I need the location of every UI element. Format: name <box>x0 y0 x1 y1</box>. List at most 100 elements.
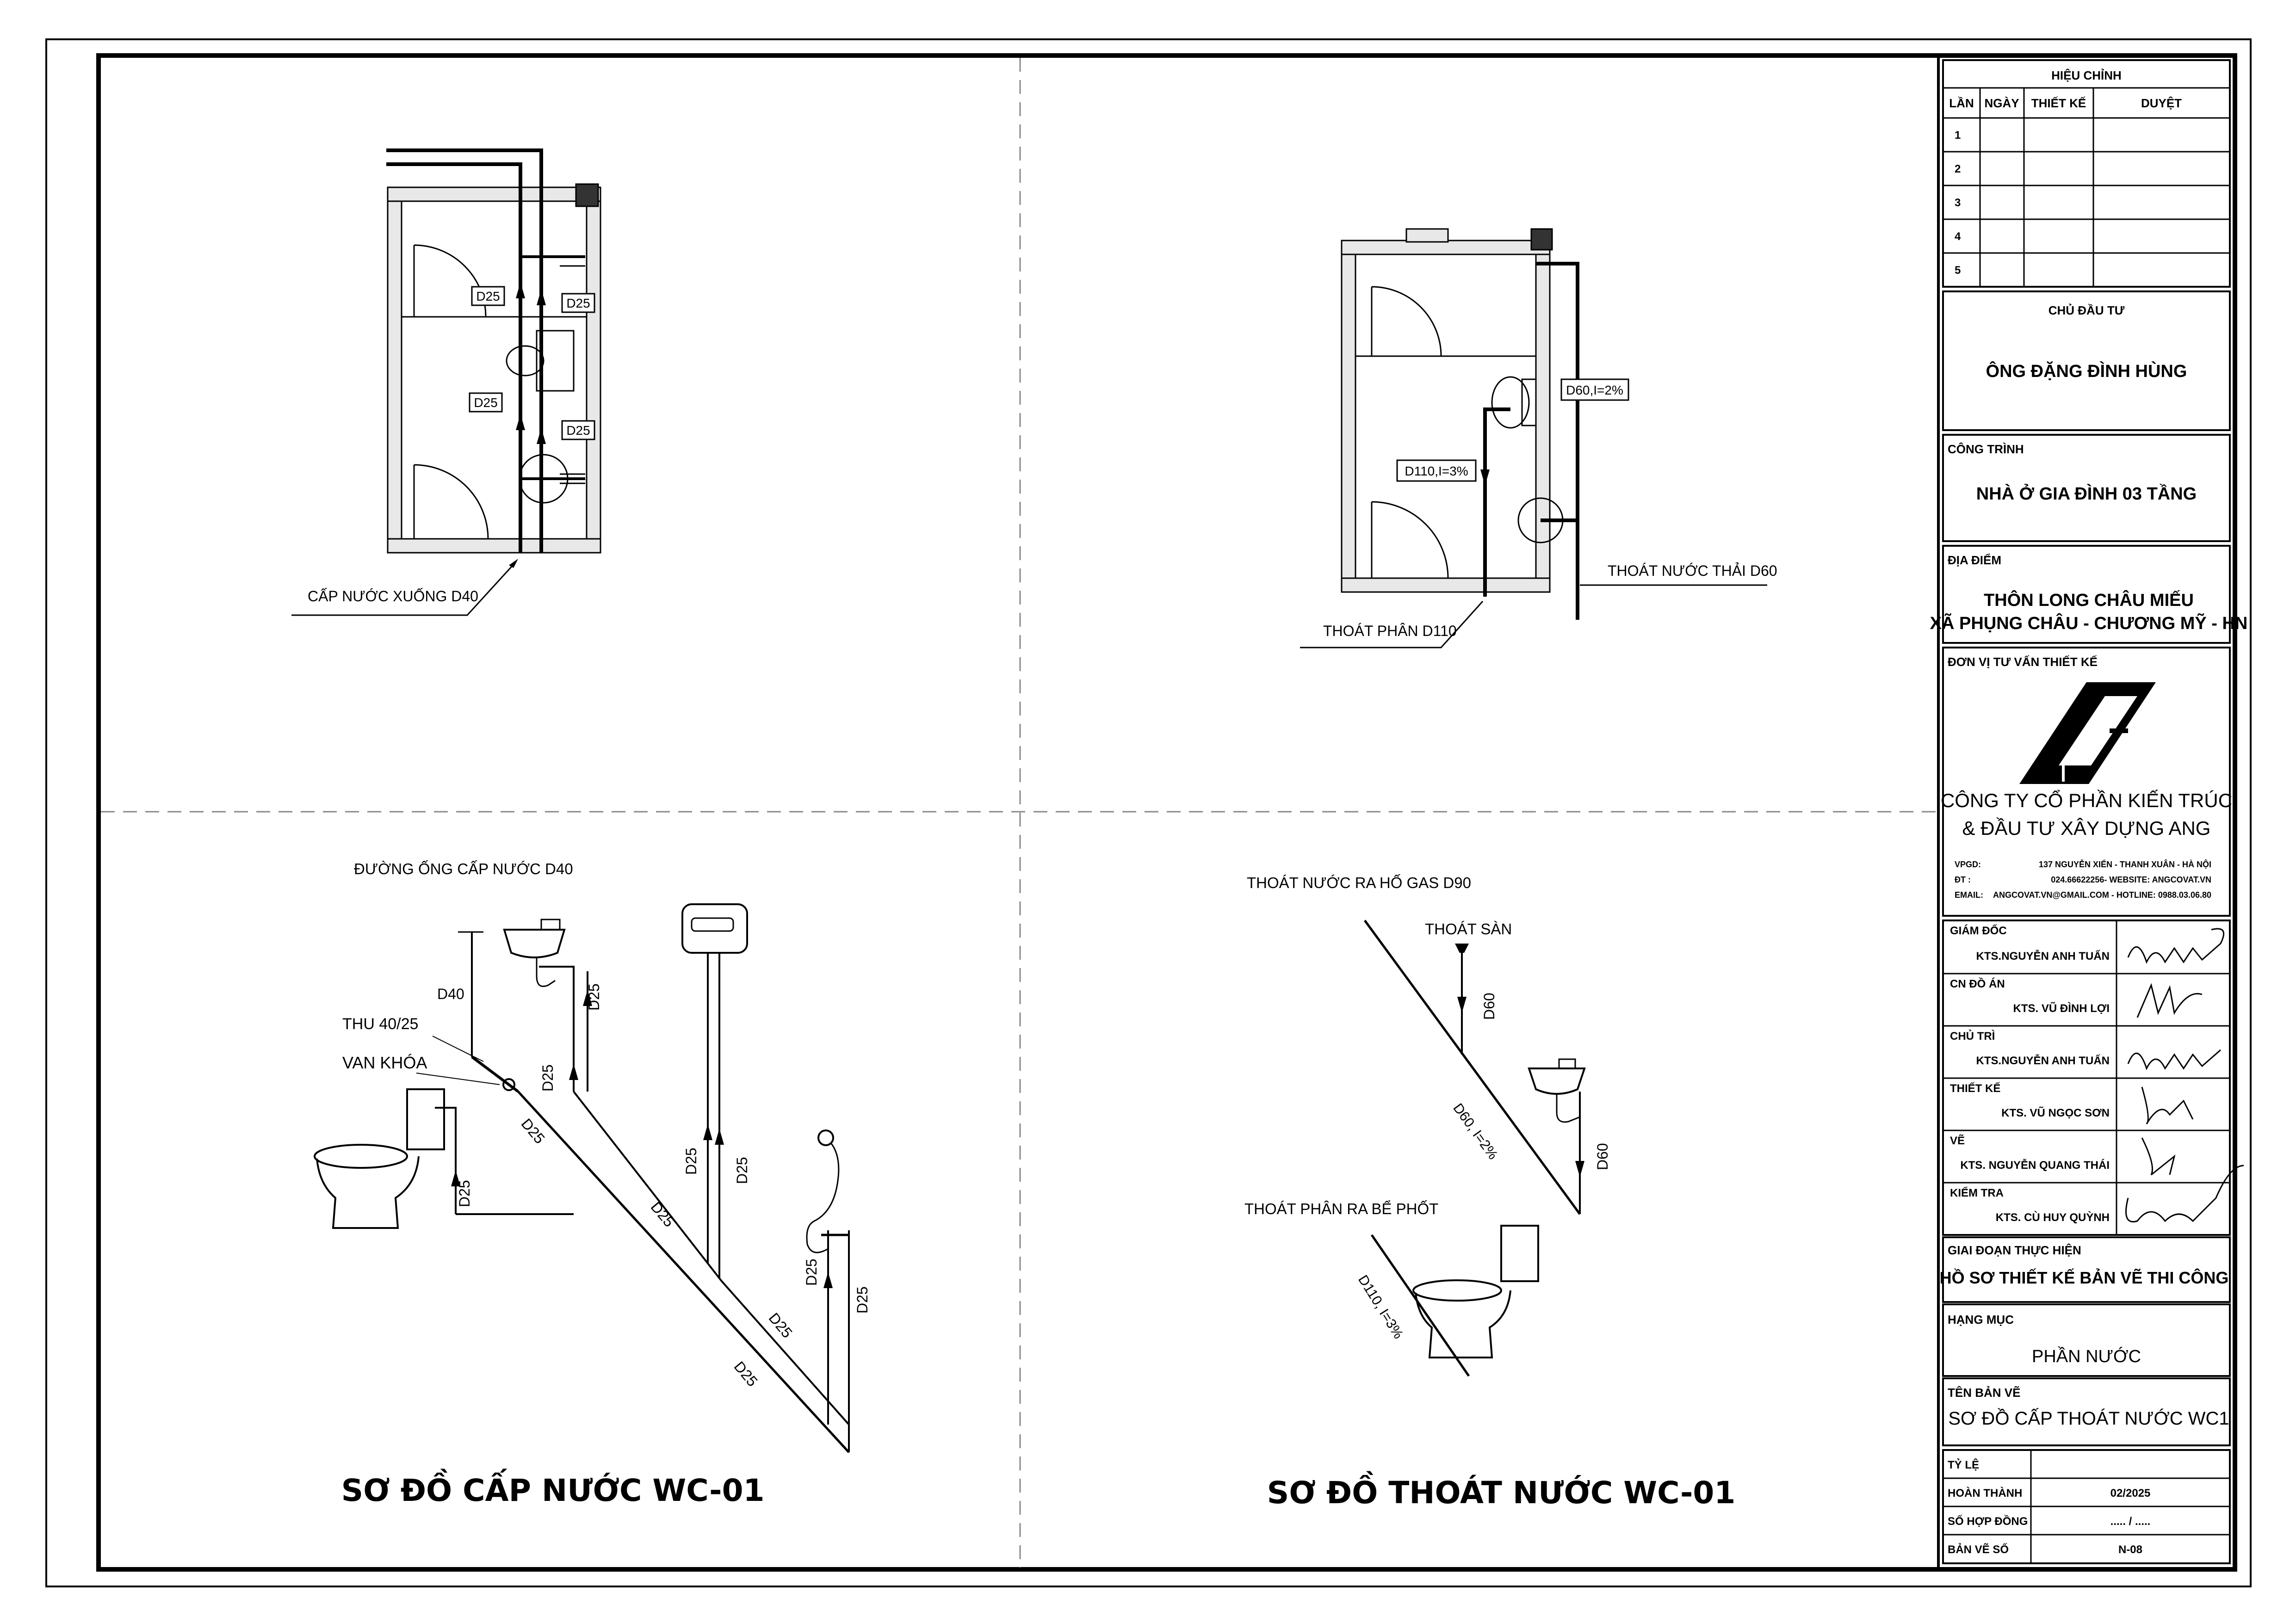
contact-value-2: 024.66622256- WEBSITE: ANGCOVAT.VN <box>2051 875 2211 884</box>
drain-plan-note-d110: THOÁT PHÂN D110 <box>1323 623 1457 639</box>
revision-col-ngay: NGÀY <box>1984 96 2019 110</box>
supply-iso-valve: VAN KHÓA <box>342 1053 427 1072</box>
supply-isometric: ĐƯỜNG ỐNG CẤP NƯỚC D40 D40 THU 40/25 VAN… <box>314 860 871 1508</box>
revision-col-duyet: DUYỆT <box>2141 96 2182 110</box>
drawing-label: TÊN BẢN VẼ <box>1948 1386 2020 1400</box>
revision-row-5: 5 <box>1955 264 1961 277</box>
owner-label: CHỦ ĐẦU TƯ <box>2048 303 2125 317</box>
supply-iso-label-7: D25 <box>456 1180 473 1207</box>
staff-name-5: KTS. NGUYỄN QUANG THÁI <box>1960 1158 2110 1172</box>
shaft-box <box>575 183 599 207</box>
drawing-value: SƠ ĐỒ CẤP THOÁT NƯỚC WC1 <box>1948 1407 2229 1429</box>
supply-plan-label-1: D25 <box>476 289 500 303</box>
drain-plan-label-d60: D60,I=2% <box>1566 383 1623 397</box>
signature-4 <box>2141 1086 2194 1125</box>
supply-iso-label-9: D25 <box>803 1259 820 1286</box>
drain-iso-floor-drain: THOÁT SÀN <box>1425 920 1512 938</box>
consultant-label: ĐƠN VỊ TƯ VẤN THIẾT KẾ <box>1948 655 2098 669</box>
signature-5 <box>2141 1137 2176 1176</box>
completed-label: HOÀN THÀNH <box>1948 1487 2022 1500</box>
company-line-1: CÔNG TY CỔ PHẦN KIẾN TRÚC <box>1941 789 2232 811</box>
staff-name-2: KTS. VŨ ĐÌNH LỢI <box>2013 1002 2110 1015</box>
contact-value-1: 137 NGUYỄN XIỂN - THANH XUÂN - HÀ NỘI <box>2039 859 2211 869</box>
lavabo-fixture <box>503 929 566 958</box>
supply-iso-main-label: ĐƯỜNG ỐNG CẤP NƯỚC D40 <box>354 860 573 877</box>
supply-iso-label-11: D25 <box>731 1358 761 1389</box>
completed-value: 02/2025 <box>2110 1487 2151 1500</box>
contract-value: ..... / ..... <box>2110 1515 2151 1528</box>
supply-iso-d40: D40 <box>437 986 464 1002</box>
drain-shaft-box <box>1530 228 1553 251</box>
drain-iso-gas-label: THOÁT NƯỚC RA HỐ GAS D90 <box>1247 874 1471 891</box>
supply-plan-label-2: D25 <box>566 296 590 310</box>
drain-lavabo <box>1528 1068 1586 1095</box>
revision-row-2: 2 <box>1955 163 1961 175</box>
drain-plan-note-d60: THOÁT NƯỚC THẢI D60 <box>1608 562 1777 579</box>
scale-label: TỶ LỆ <box>1948 1458 1979 1471</box>
phase-label: GIAI ĐOẠN THỰC HIỆN <box>1948 1243 2081 1257</box>
drain-iso-d60-slope: D60, I=2% <box>1450 1101 1501 1162</box>
supply-iso-reducer: THU 40/25 <box>342 1015 418 1033</box>
sheet-label: BẢN VẼ SỐ <box>1948 1543 2009 1556</box>
contact-key-1: VPGD: <box>1955 860 1981 869</box>
drain-iso-title: SƠ ĐỒ THOÁT NƯỚC WC-01 <box>1267 1471 1736 1511</box>
signature-2 <box>2136 983 2203 1018</box>
drain-d60-pipe <box>1536 262 1579 620</box>
shower-head <box>817 1129 834 1146</box>
staff-name-4: KTS. VŨ NGỌC SƠN <box>2001 1106 2110 1119</box>
sheet-value: N-08 <box>2118 1543 2142 1556</box>
supply-plan: D25 D25 D25 D25 CẤP NƯỚC XUỐNG D40 <box>291 148 601 616</box>
supply-iso-label-2: D25 <box>539 1064 556 1092</box>
staff-name-3: KTS.NGUYỄN ANH TUẤN <box>1976 1054 2110 1067</box>
supply-iso-label-4: D25 <box>683 1148 699 1175</box>
drain-iso-d110-diagonal <box>1370 1234 1470 1377</box>
supply-iso-label-1: D25 <box>586 983 602 1011</box>
contact-key-3: EMAIL: <box>1955 890 1983 900</box>
revision-col-lan: LẦN <box>1949 96 1974 110</box>
supply-plan-label-3: D25 <box>474 395 497 410</box>
location-line-1: THÔN LONG CHÂU MIẾU <box>1984 589 2194 610</box>
signature-6 <box>2125 1165 2244 1222</box>
revision-header: HIỆU CHỈNH <box>2051 68 2122 82</box>
drain-plan-label-d110: D110,I=3% <box>1405 464 1468 478</box>
company-logo <box>2019 682 2156 784</box>
contact-key-2: ĐT : <box>1955 875 1971 884</box>
staff-role-6: KIỂM TRA <box>1950 1186 2004 1199</box>
drain-toilet <box>1491 376 1530 429</box>
inner-frame <box>96 53 2237 1572</box>
supply-iso-label-5: D25 <box>734 1157 750 1184</box>
drain-iso-d60-a: D60 <box>1481 993 1498 1020</box>
drain-toilet-tank <box>1500 1225 1539 1282</box>
floor-drain-symbol <box>1455 944 1469 953</box>
project-label: CÔNG TRÌNH <box>1948 442 2024 456</box>
signature-1 <box>2127 928 2225 964</box>
staff-role-5: VẼ <box>1950 1134 1965 1147</box>
revision-row-3: 3 <box>1955 197 1961 209</box>
supply-plan-label-4: D25 <box>566 423 590 438</box>
staff-role-2: CN ĐỒ ÁN <box>1950 977 2005 990</box>
signature-3 <box>2127 1049 2221 1070</box>
contact-value-3: ANGCOVAT.VN@GMAIL.COM - HOTLINE: 0988.03… <box>1993 890 2211 900</box>
staff-role-1: GIÁM ĐỐC <box>1950 924 2007 937</box>
location-line-2: XÃ PHỤNG CHÂU - CHƯƠNG MỸ - HN <box>1930 613 2248 633</box>
drain-iso-d110-slope: D110, I=3% <box>1355 1272 1406 1341</box>
toilet-fixture <box>536 330 575 392</box>
supply-iso-label-6: D25 <box>648 1198 678 1230</box>
staff-role-3: CHỦ TRÌ <box>1950 1029 1995 1043</box>
supply-iso-main-diagonal <box>517 1091 850 1453</box>
drain-iso-d60-diagonal <box>1363 919 1581 1215</box>
revision-row-1: 1 <box>1955 129 1961 142</box>
staff-role-4: THIẾT KẾ <box>1950 1082 2000 1095</box>
valve-symbol <box>502 1078 515 1091</box>
company-line-2: & ĐẦU TƯ XÂY DỰNG ANG <box>1962 817 2211 839</box>
water-heater <box>681 903 748 954</box>
owner-name: ÔNG ĐẶNG ĐÌNH HÙNG <box>1986 360 2187 381</box>
staff-name-1: KTS.NGUYỄN ANH TUẤN <box>1976 949 2110 963</box>
drain-isometric: THOÁT NƯỚC RA HỐ GAS D90 THOÁT SÀN D60 D… <box>1244 874 1735 1511</box>
drain-d110-pipe <box>1483 407 1510 597</box>
supply-iso-label-10: D25 <box>854 1286 871 1314</box>
title-block: HIỆU CHỈNH LẦN NGÀY THIẾT KẾ DUYỆT 1 2 3… <box>1930 59 2248 1564</box>
project-name: NHÀ Ở GIA ĐÌNH 03 TẦNG <box>1976 483 2197 504</box>
drain-plan: D60,I=2% D110,I=3% THOÁT NƯỚC THẢI D60 T… <box>1300 228 1777 648</box>
supply-main-pipe <box>386 148 543 553</box>
